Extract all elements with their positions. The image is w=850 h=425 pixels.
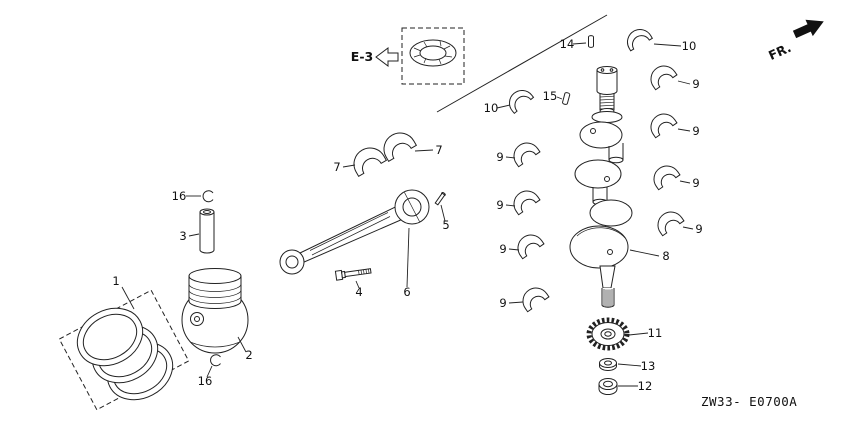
rod-bearing-shell [347, 141, 387, 177]
piston-pin-drawing [199, 208, 215, 254]
callout-9: 9 [499, 296, 506, 310]
gear-drawing [586, 317, 630, 351]
dowel-pin-14 [588, 35, 594, 48]
e3-label: E-3 [351, 49, 373, 64]
callout-14: 14 [560, 37, 575, 51]
bearing-shell [508, 185, 541, 216]
callout-4: 4 [355, 285, 362, 299]
dowel-pin-15 [561, 91, 571, 106]
callout-7: 7 [333, 160, 340, 174]
bearing-shell [517, 282, 550, 313]
bearing-shell [648, 160, 681, 191]
callout-labels: 1 2 3 4 5 6 7 7 8 9 9 9 9 9 9 9 9 10 10 … [112, 37, 702, 393]
pin-clip-top [202, 190, 214, 203]
callout-9: 9 [692, 77, 699, 91]
callout-15: 15 [543, 89, 558, 103]
bearing-shell [652, 206, 685, 237]
callout-9: 9 [496, 198, 503, 212]
piston-ring-set [58, 289, 190, 411]
leader-lines [121, 42, 694, 387]
callout-2: 2 [245, 348, 252, 362]
callout-16: 16 [172, 189, 187, 203]
callout-3: 3 [179, 229, 186, 243]
bearing-shell [645, 60, 678, 91]
e3-arrow-icon [375, 47, 399, 67]
thrust-washers [503, 24, 653, 114]
callout-9: 9 [496, 150, 503, 164]
callout-5: 5 [442, 218, 449, 232]
fr-direction: FR. [766, 19, 824, 63]
e3-reference: E-3 [351, 27, 465, 85]
thrust-washer [622, 24, 653, 52]
callout-13: 13 [641, 359, 656, 373]
callout-1: 1 [112, 274, 119, 288]
bearing-shell [508, 137, 541, 168]
callout-9: 9 [692, 176, 699, 190]
washer-drawing [599, 358, 617, 371]
oil-seal-drawing [409, 39, 457, 67]
callout-16: 16 [198, 374, 213, 388]
pin-clip-bottom [210, 354, 221, 367]
rod-bolt-drawing [334, 268, 372, 281]
fr-label: FR. [766, 40, 793, 63]
callout-12: 12 [638, 379, 653, 393]
thrust-washer [503, 84, 535, 114]
fr-arrow-icon [792, 19, 824, 39]
piston-ring [76, 307, 144, 367]
rod-cap-bolt [434, 192, 446, 206]
piston-drawing [181, 268, 249, 354]
drawing-code: ZW33- E0700A [701, 394, 797, 409]
reference-line [436, 14, 608, 113]
callout-9: 9 [499, 242, 506, 256]
callout-10: 10 [682, 39, 697, 53]
rod-bearing-shells [347, 126, 417, 177]
callout-6: 6 [403, 285, 410, 299]
bearing-shell [645, 108, 678, 139]
connecting-rod-group [279, 189, 446, 275]
callout-9: 9 [692, 124, 699, 138]
crankshaft-drawing [569, 66, 633, 308]
e3-dashed-box [401, 27, 465, 85]
callout-11: 11 [648, 326, 663, 340]
bearing-shell [512, 229, 545, 260]
callout-7: 7 [435, 143, 442, 157]
callout-9: 9 [695, 222, 702, 236]
nut-drawing [598, 378, 618, 395]
callout-10: 10 [484, 101, 499, 115]
callout-8: 8 [662, 249, 669, 263]
